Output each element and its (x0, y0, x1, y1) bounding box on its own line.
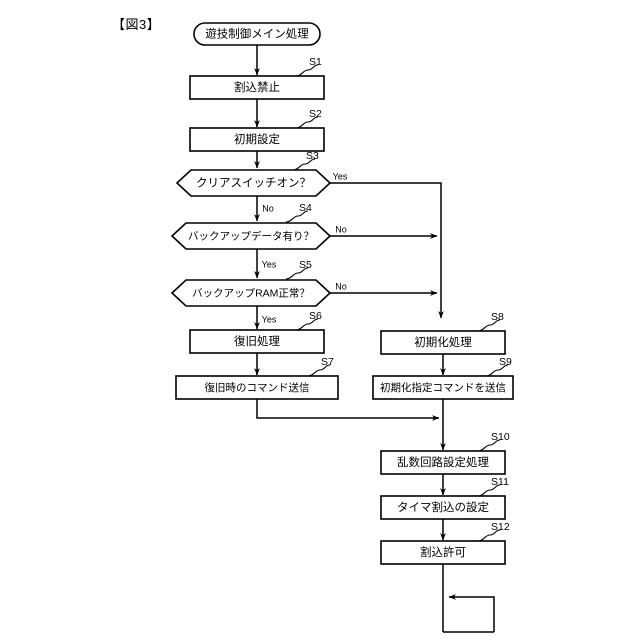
node-s12[interactable]: 割込許可 (380, 540, 506, 565)
figure-label: 【図3】 (112, 17, 161, 32)
step-label-s1: S1 (309, 56, 322, 68)
s10-box-shape (380, 450, 506, 475)
step-label-s9: S9 (499, 356, 512, 368)
node-s10-label: 乱数回路設定処理 (397, 455, 489, 469)
step-label-s12: S12 (491, 521, 510, 533)
edge-label-s3-yes: Yes (333, 171, 348, 181)
s9-box-shape (372, 375, 514, 400)
step-label-s8: S8 (491, 311, 504, 323)
node-s9[interactable]: 初期化指定コマンドを送信 (372, 375, 514, 400)
edge-label-s4-no: No (335, 224, 347, 234)
connector-layer (254, 45, 495, 633)
node-s8-label: 初期化処理 (414, 335, 472, 349)
s11-box-shape (380, 495, 506, 520)
s8-box-shape (380, 330, 506, 355)
node-s7-label: 復旧時のコマンド送信 (205, 381, 310, 394)
s12-box-shape (380, 540, 506, 565)
edge-s3-yes-to-s8 (330, 182, 444, 319)
s7-box-shape (175, 375, 339, 400)
step-label-s3: S3 (306, 150, 319, 162)
leader-s7 (307, 364, 331, 377)
leader-s8 (477, 319, 501, 332)
edge-label-layer: Yes No No Yes No Yes (262, 171, 348, 324)
leader-s12 (477, 529, 501, 542)
s2-box-shape (189, 127, 325, 152)
node-s3[interactable]: クリアスイッチオン？ (175, 169, 332, 197)
edge-label-s4-yes: Yes (262, 259, 277, 269)
edge-label-s5-no: No (335, 281, 347, 291)
step-label-s11: S11 (491, 476, 509, 488)
node-s11-label: タイマ割込の設定 (397, 500, 489, 514)
s6-box-shape (189, 329, 325, 354)
edge-label-s3-no: No (262, 203, 274, 213)
node-s4-label: バックアップデータ有り？ (188, 229, 314, 242)
node-s4[interactable]: バックアップデータ有り？ (170, 222, 332, 250)
step-label-s5: S5 (299, 259, 312, 271)
leader-s4 (285, 210, 309, 223)
leader-s11 (477, 484, 501, 497)
edge-label-s5-yes: Yes (262, 314, 277, 324)
node-s5-label: バックアップRAM正常？ (192, 286, 310, 299)
s3-decision-shape (175, 169, 332, 197)
node-s2[interactable]: 初期設定 (189, 127, 325, 152)
node-s6[interactable]: 復旧処理 (189, 329, 325, 354)
leader-s3 (292, 158, 316, 171)
leader-s6 (295, 318, 319, 331)
start-terminator-shape (193, 22, 321, 46)
node-s9-label: 初期化指定コマンドを送信 (380, 381, 506, 394)
edge-s7-to-trunk (256, 399, 440, 421)
step-label-s10: S10 (491, 431, 510, 443)
leader-s2 (295, 116, 319, 129)
leader-s10 (477, 439, 501, 452)
leader-s1 (295, 64, 319, 77)
node-start-label: 遊技制御メイン処理 (205, 27, 309, 41)
node-s10[interactable]: 乱数回路設定処理 (380, 450, 506, 475)
step-label-s4: S4 (299, 202, 312, 214)
leader-s9 (485, 364, 509, 377)
step-label-s6: S6 (309, 310, 322, 322)
node-s2-label: 初期設定 (234, 132, 280, 146)
node-s5[interactable]: バックアップRAM正常？ (170, 279, 332, 307)
node-s1[interactable]: 割込禁止 (189, 75, 325, 100)
leader-s5 (285, 267, 309, 280)
node-start[interactable]: 遊技制御メイン処理 (193, 22, 321, 46)
step-callout-layer: S1 S2 S3 S4 S5 S6 S7 S8 S9 (285, 56, 512, 542)
node-s1-label: 割込禁止 (234, 80, 280, 94)
node-s12-label: 割込許可 (420, 545, 466, 559)
s4-decision-shape (170, 222, 332, 250)
node-s11[interactable]: タイマ割込の設定 (380, 495, 506, 520)
s5-decision-shape (170, 279, 332, 307)
edge-loop-back (448, 594, 495, 632)
node-s3-label: クリアスイッチオン？ (196, 177, 311, 190)
node-s6-label: 復旧処理 (234, 334, 280, 348)
s1-box-shape (189, 75, 325, 100)
step-label-s2: S2 (309, 108, 322, 120)
step-label-s7: S7 (321, 356, 334, 368)
node-s7[interactable]: 復旧時のコマンド送信 (175, 375, 339, 400)
node-s8[interactable]: 初期化処理 (380, 330, 506, 355)
